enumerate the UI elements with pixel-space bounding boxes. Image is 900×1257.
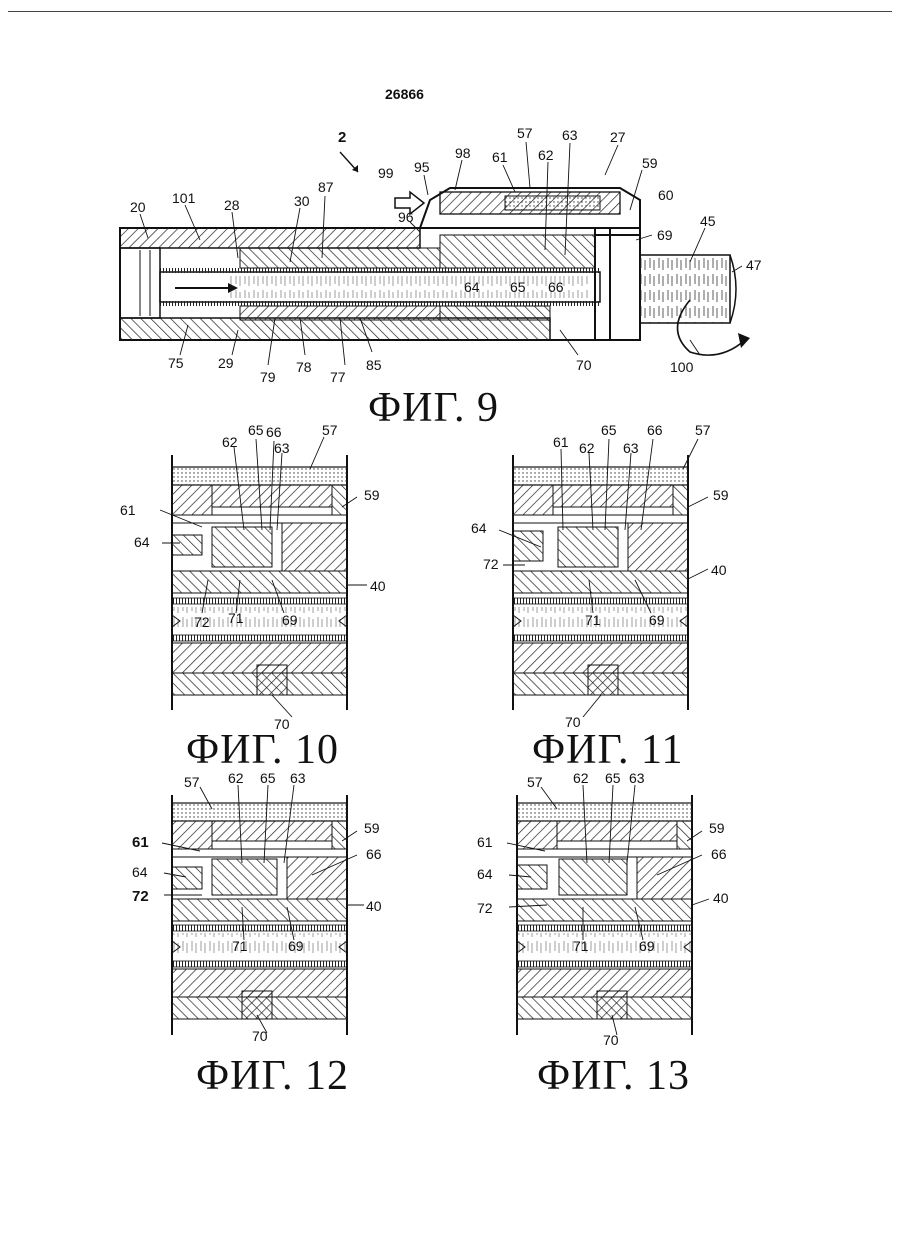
fig13-label: 57 bbox=[527, 774, 543, 790]
fig12-caption: ФИГ. 12 bbox=[196, 1052, 349, 1100]
fig9-label: 75 bbox=[168, 355, 184, 371]
fig9-label: 47 bbox=[746, 257, 762, 273]
fig11-label: 72 bbox=[483, 556, 499, 572]
fig13-label: 72 bbox=[477, 900, 493, 916]
fig9-label: 61 bbox=[492, 149, 508, 165]
fig10-label: 69 bbox=[282, 612, 298, 628]
fig11-label: 71 bbox=[585, 612, 601, 628]
fig9-label: 69 bbox=[657, 227, 673, 243]
fig9-label: 70 bbox=[576, 357, 592, 373]
fig10-label: 40 bbox=[370, 578, 386, 594]
fig9-label: 96 bbox=[398, 209, 414, 225]
fig13-label: 40 bbox=[713, 890, 729, 906]
fig12-label: 57 bbox=[184, 774, 200, 790]
fig9-label: 65 bbox=[510, 279, 526, 295]
fig12-label: 59 bbox=[364, 820, 380, 836]
fig13-label: 66 bbox=[711, 846, 727, 862]
fig13-label: 61 bbox=[477, 834, 493, 850]
fig10-label: 66 bbox=[266, 424, 282, 440]
fig10-caption: ФИГ. 10 bbox=[186, 726, 339, 774]
fig9-label: 79 bbox=[260, 369, 276, 385]
fig12-label: 66 bbox=[366, 846, 382, 862]
fig9-label: 63 bbox=[562, 127, 578, 143]
fig11-caption: ФИГ. 11 bbox=[532, 726, 684, 774]
fig10-label: 72 bbox=[194, 614, 210, 630]
fig9-label: 66 bbox=[548, 279, 564, 295]
fig10-label: 65 bbox=[248, 422, 264, 438]
fig11-label: 64 bbox=[471, 520, 487, 536]
fig13-caption: ФИГ. 13 bbox=[537, 1052, 690, 1100]
fig12-label: 70 bbox=[252, 1028, 268, 1044]
fig12-label: 72 bbox=[132, 888, 149, 905]
fig9-label: 30 bbox=[294, 193, 310, 209]
fig9-label: 95 bbox=[414, 159, 430, 175]
fig11-label: 40 bbox=[711, 562, 727, 578]
fig10-label: 61 bbox=[120, 502, 136, 518]
fig9-label: 99 bbox=[378, 165, 394, 181]
fig11-label: 65 bbox=[601, 422, 617, 438]
fig9-label: 62 bbox=[538, 147, 554, 163]
fig11-label: 63 bbox=[623, 440, 639, 456]
fig11-label: 66 bbox=[647, 422, 663, 438]
fig9-label: 77 bbox=[330, 369, 346, 385]
fig10-label: 64 bbox=[134, 534, 150, 550]
fig11-drawing: 61 65 66 62 63 57 59 64 72 40 71 69 70 bbox=[471, 422, 729, 730]
fig12-label: 71 bbox=[232, 938, 248, 954]
fig9-label: 20 bbox=[130, 199, 146, 215]
fig13-label: 64 bbox=[477, 866, 493, 882]
fig11-label: 69 bbox=[649, 612, 665, 628]
fig13-label: 59 bbox=[709, 820, 725, 836]
fig12-label: 69 bbox=[288, 938, 304, 954]
fig9-label: 78 bbox=[296, 359, 312, 375]
fig9-label: 57 bbox=[517, 125, 533, 141]
fig9-label: 100 bbox=[670, 359, 694, 375]
fig10-label: 57 bbox=[322, 422, 338, 438]
fig9-label: 28 bbox=[224, 197, 240, 213]
fig11-label: 59 bbox=[713, 487, 729, 503]
fig9-label: 60 bbox=[658, 187, 674, 203]
fig11-label: 61 bbox=[553, 434, 569, 450]
fig12-label: 64 bbox=[132, 864, 148, 880]
fig13-drawing: 57 62 65 63 61 59 66 64 40 72 71 69 70 bbox=[477, 770, 729, 1048]
fig9-drawing: 2 20 101 28 30 87 99 95 96 98 61 57 62 6… bbox=[120, 125, 762, 385]
fig9-label: 64 bbox=[464, 279, 480, 295]
fig12-label: 40 bbox=[366, 898, 382, 914]
fig10-label: 59 bbox=[364, 487, 380, 503]
fig9-label: 27 bbox=[610, 129, 626, 145]
fig9-label: 45 bbox=[700, 213, 716, 229]
fig10-drawing: 62 65 66 63 57 61 59 64 40 72 71 69 70 bbox=[120, 422, 386, 732]
fig10-label: 71 bbox=[228, 610, 244, 626]
fig9-label: 98 bbox=[455, 145, 471, 161]
fig13-label: 70 bbox=[603, 1032, 619, 1048]
fig9-label: 29 bbox=[218, 355, 234, 371]
fig12-drawing: 57 62 65 63 61 59 64 66 72 40 71 69 70 bbox=[132, 770, 382, 1044]
fig12-label: 61 bbox=[132, 834, 149, 851]
fig10-label: 62 bbox=[222, 434, 238, 450]
fig9-label: 59 bbox=[642, 155, 658, 171]
fig11-label: 62 bbox=[579, 440, 595, 456]
fig10-label: 63 bbox=[274, 440, 290, 456]
fig11-label: 57 bbox=[695, 422, 711, 438]
fig9-label: 85 bbox=[366, 357, 382, 373]
fig9-label: 87 bbox=[318, 179, 334, 195]
fig13-label: 71 bbox=[573, 938, 589, 954]
fig13-label: 69 bbox=[639, 938, 655, 954]
fig9-label: 101 bbox=[172, 190, 196, 206]
fig9-label: 2 bbox=[338, 129, 346, 146]
fig9-caption: ФИГ. 9 bbox=[368, 384, 499, 432]
